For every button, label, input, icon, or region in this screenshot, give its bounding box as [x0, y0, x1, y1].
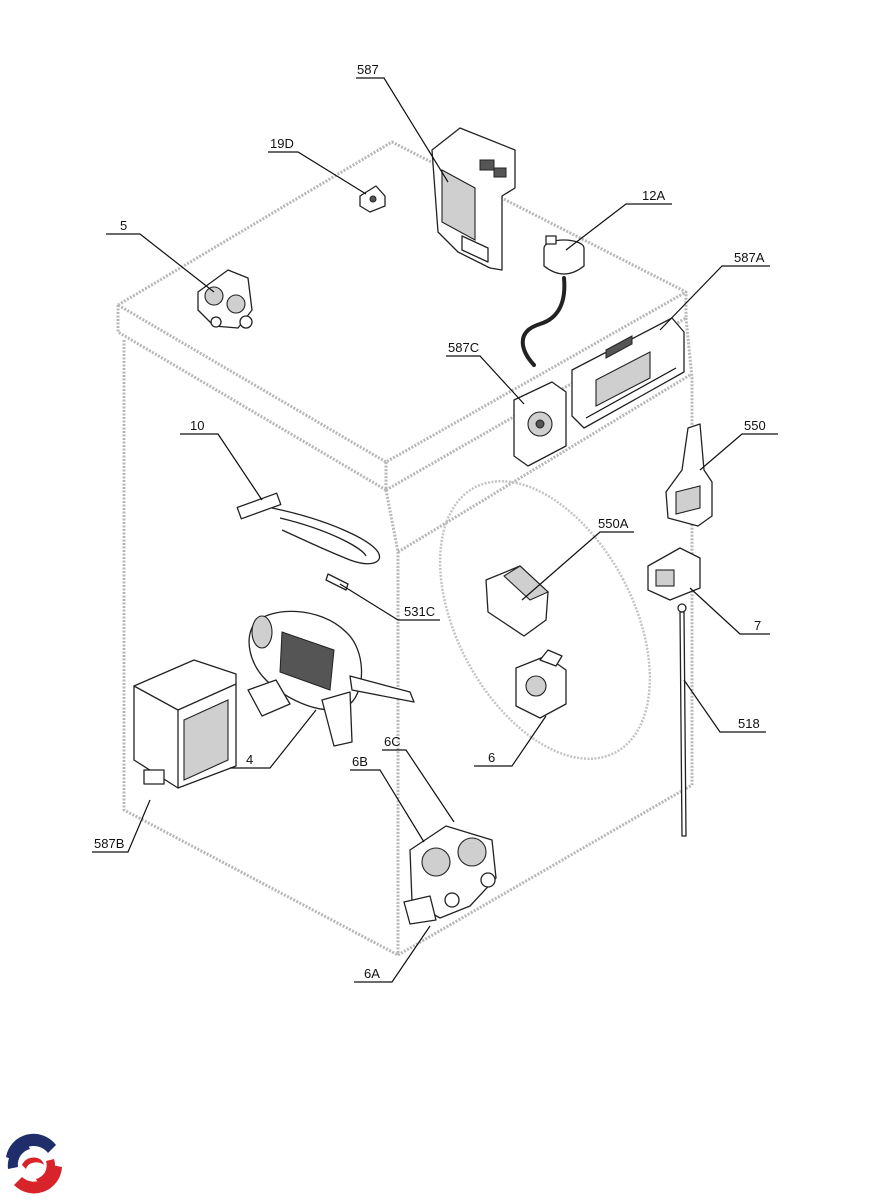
callout-labels: 587 19D 5 12A 587A 587C 10 550 550A 531C…: [94, 62, 766, 981]
drain-pump-6: [515, 649, 567, 719]
water-valve-5: [197, 269, 253, 329]
electronic-module-587: [431, 127, 516, 271]
door-ring: [438, 480, 652, 760]
callout-6A: 6A: [364, 966, 380, 981]
callout-10: 10: [190, 418, 204, 433]
callout-6B: 6B: [352, 754, 368, 769]
leader-lines: [92, 77, 778, 983]
pump-assembly-6A-6B-6C: [403, 825, 497, 925]
cabinet-outline: [116, 140, 694, 957]
selector-board-587C: [513, 381, 567, 467]
callout-12A: 12A: [642, 188, 665, 203]
callout-587A: 587A: [734, 250, 765, 265]
door-bracket-550: [665, 423, 713, 527]
callout-19D: 19D: [270, 136, 294, 151]
clip-19D: [359, 185, 386, 213]
callout-550A: 550A: [598, 516, 629, 531]
callout-518: 518: [738, 716, 760, 731]
callout-4: 4: [246, 752, 253, 767]
callout-550: 550: [744, 418, 766, 433]
callout-587: 587: [357, 62, 379, 77]
cover-550A: [485, 565, 549, 637]
rod-518: [677, 603, 687, 837]
motor-4: [247, 610, 415, 747]
brand-swirl-logo: [4, 1133, 64, 1194]
callout-7: 7: [754, 618, 761, 633]
callout-5: 5: [120, 218, 127, 233]
heating-element-10: [236, 492, 381, 565]
callout-6: 6: [488, 750, 495, 765]
electronic-box-587B: [133, 659, 237, 789]
pressure-switch-12A: [520, 235, 585, 367]
callout-587B: 587B: [94, 836, 124, 851]
door-lock-7: [647, 547, 701, 601]
callout-587C: 587C: [448, 340, 479, 355]
callout-6C: 6C: [384, 734, 401, 749]
callout-531C: 531C: [404, 604, 435, 619]
